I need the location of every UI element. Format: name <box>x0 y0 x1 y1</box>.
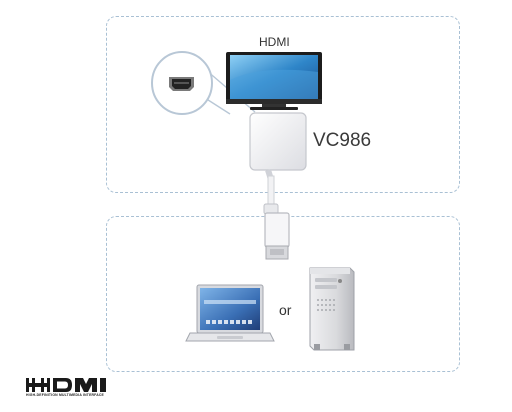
adapter-icon <box>249 112 307 181</box>
model-number-label: VC986 <box>313 130 372 151</box>
hdmi-logo <box>26 378 106 392</box>
displayport-connector-icon <box>263 203 290 260</box>
display-side-panel <box>106 16 460 193</box>
hdmi-logo-subtitle: HIGH-DEFINITION MULTIMEDIA INTERFACE <box>26 393 105 397</box>
or-label: or <box>279 302 292 318</box>
hdmi-port-icon <box>169 77 194 91</box>
desktop-tower-icon <box>309 267 355 351</box>
laptop-icon <box>185 284 275 342</box>
hdmi-display-label: HDMI <box>259 35 290 49</box>
monitor-icon <box>226 52 322 110</box>
cable <box>267 175 275 209</box>
hdmi-port-callout <box>151 51 256 115</box>
